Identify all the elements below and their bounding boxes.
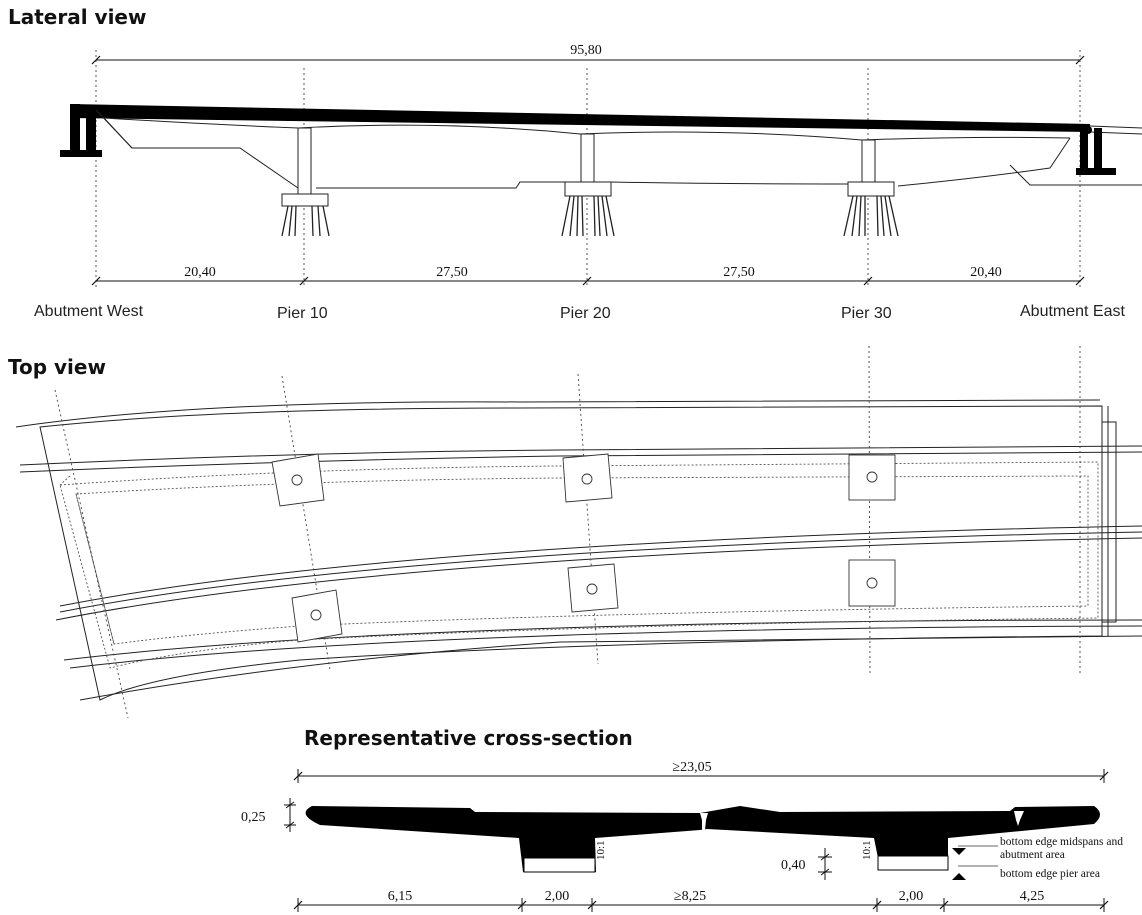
section-total-width-dimension: ≥23,05: [293, 760, 1109, 783]
lateral-view-drawing: 95,80: [60, 43, 1142, 288]
legend-symbols: [952, 845, 998, 880]
cross-section-title: Representative cross-section: [304, 726, 633, 750]
bearing-pier-30-south: [848, 559, 896, 607]
bearing-pier-30-north: [848, 454, 896, 501]
width-label-1: 6,15: [388, 889, 413, 904]
width-label-2: 2,00: [545, 889, 570, 904]
girder-outlines: [59, 461, 1099, 669]
bridge-deck: [70, 104, 1142, 135]
deck-thickness-dimension: 0,25: [241, 798, 296, 832]
width-label-4: 2,00: [899, 889, 924, 904]
web-height-label: 0,40: [781, 858, 806, 873]
triangle-down-icon: [952, 848, 966, 855]
width-label-3: ≥8,25: [674, 889, 706, 904]
web-height-dimension: 0,40: [781, 848, 832, 880]
girder-soffit: [103, 117, 1142, 189]
span-dimensions: 20,40 27,50 27,50 20,40: [91, 265, 1085, 286]
pier-bearings: [271, 453, 896, 643]
section-total-width-label: ≥23,05: [672, 760, 711, 775]
cross-section-slab: 10:1 10:1: [305, 806, 1101, 873]
span-label-1: 20,40: [184, 265, 216, 280]
deck-outline: [15, 399, 1142, 701]
pier-axes-top: [54, 345, 1081, 719]
width-label-5: 4,25: [1020, 889, 1045, 904]
top-view-title: Top view: [8, 355, 106, 379]
support-label-pier-10: Pier 10: [277, 305, 328, 322]
pier-20: [561, 133, 615, 237]
section-width-dimensions: 6,15 2,00 ≥8,25 2,00 4,25: [293, 889, 1109, 912]
triangle-up-icon: [952, 873, 966, 880]
bearing-pier-20-north: [562, 453, 613, 503]
slope-label-right: 10:1: [861, 840, 873, 860]
abutment-east: [1076, 126, 1116, 175]
deck-thickness-label: 0,25: [241, 810, 266, 825]
legend-midspan-text: bottom edge midspans and abutment area: [1000, 836, 1123, 861]
support-label-pier-30: Pier 30: [841, 305, 892, 322]
total-length-label: 95,80: [570, 43, 602, 58]
pier-10: [281, 127, 330, 237]
bearing-pier-20-south: [567, 563, 619, 613]
bearing-pier-10-north: [271, 453, 325, 507]
slope-label-left: 10:1: [595, 840, 607, 860]
span-label-3: 27,50: [723, 265, 755, 280]
lateral-view-title: Lateral view: [8, 5, 147, 29]
legend-pier-text: bottom edge pier area: [1000, 868, 1100, 880]
total-length-dimension: 95,80: [91, 43, 1085, 65]
support-label-pier-20: Pier 20: [560, 305, 611, 322]
bearing-pier-10-south: [291, 589, 343, 643]
support-label-abutment-east: Abutment East: [1020, 303, 1125, 320]
span-label-2: 27,50: [436, 265, 468, 280]
pier-30: [843, 139, 899, 237]
span-label-4: 20,40: [970, 265, 1002, 280]
support-label-abutment-west: Abutment West: [34, 303, 144, 320]
